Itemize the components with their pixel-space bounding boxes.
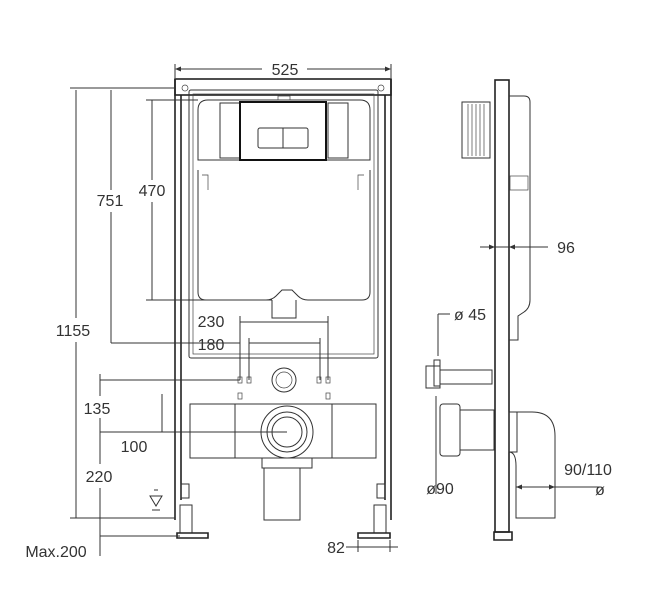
dim-751: 751 [97,193,124,210]
foot-bracket-left [180,483,190,499]
side-dimensions: 96 ø 45 ø90 90/110 ø [426,240,612,499]
dim-dia-90-110: 90/110 [564,462,612,479]
inlet-pipe [439,369,493,385]
dim-525: 525 [272,62,299,79]
top-rail [174,78,392,96]
side-view [425,79,556,541]
foot-rod-right [373,504,387,534]
cistern-bracket-left [219,102,241,159]
side-flush-ribs [467,104,485,156]
front-dimensions: 525 1155 751 470 230 180 135 [25,62,398,561]
bend-collar [508,411,518,453]
dim-1155: 1155 [56,323,91,340]
side-cistern-clip [509,175,529,191]
flush-connector [277,95,291,101]
cistern-panel [188,89,379,359]
cistern-panel-inner [192,93,375,355]
dim-470: 470 [139,183,166,200]
cistern-top [197,99,371,161]
flush-plate [239,101,327,161]
waste-connector [439,403,461,457]
foot-rod-left [179,504,193,534]
water-inlet-inner [275,371,293,389]
screw-icon [377,84,385,92]
waste-connector-body [459,409,495,451]
side-frame [494,79,510,533]
bolt-icon [316,376,322,384]
cistern-body [197,170,371,301]
screw-icon [181,84,189,92]
arrowhead-icon [489,244,515,250]
dim-dia-symbol: ø [595,482,605,499]
foot-plate-left [176,532,209,539]
foot-plate-right [357,532,391,539]
cistern-clips [202,174,364,190]
water-inlet-icon [271,367,297,393]
dim-82: 82 [327,540,345,557]
cistern-bracket-right [327,102,349,159]
dim-max-200: Max.200 [25,544,86,561]
side-foot [493,531,513,541]
dim-dia-45: ø 45 [454,307,486,324]
dim-dia-90: ø90 [426,481,454,498]
waste-collar [261,458,313,469]
side-flush-plate [461,101,491,159]
side-cistern [509,95,531,341]
dim-100: 100 [121,439,148,456]
inlet-valve [433,314,441,387]
inlet-fitting [425,365,441,389]
foot-bracket-right [376,483,386,499]
bolt-icon [237,392,243,400]
dim-180: 180 [198,337,225,354]
bolt-icon [325,392,331,400]
bend-pipe [508,411,556,519]
dim-230: 230 [198,314,225,331]
dim-135: 135 [84,401,111,418]
cistern-outlet [271,300,297,319]
leg-ends [174,500,392,520]
front-view [174,78,392,539]
floor-level-icon [149,489,163,511]
waste-pipe [263,467,301,521]
dim-220: 220 [86,469,113,486]
dim-96: 96 [557,240,575,257]
